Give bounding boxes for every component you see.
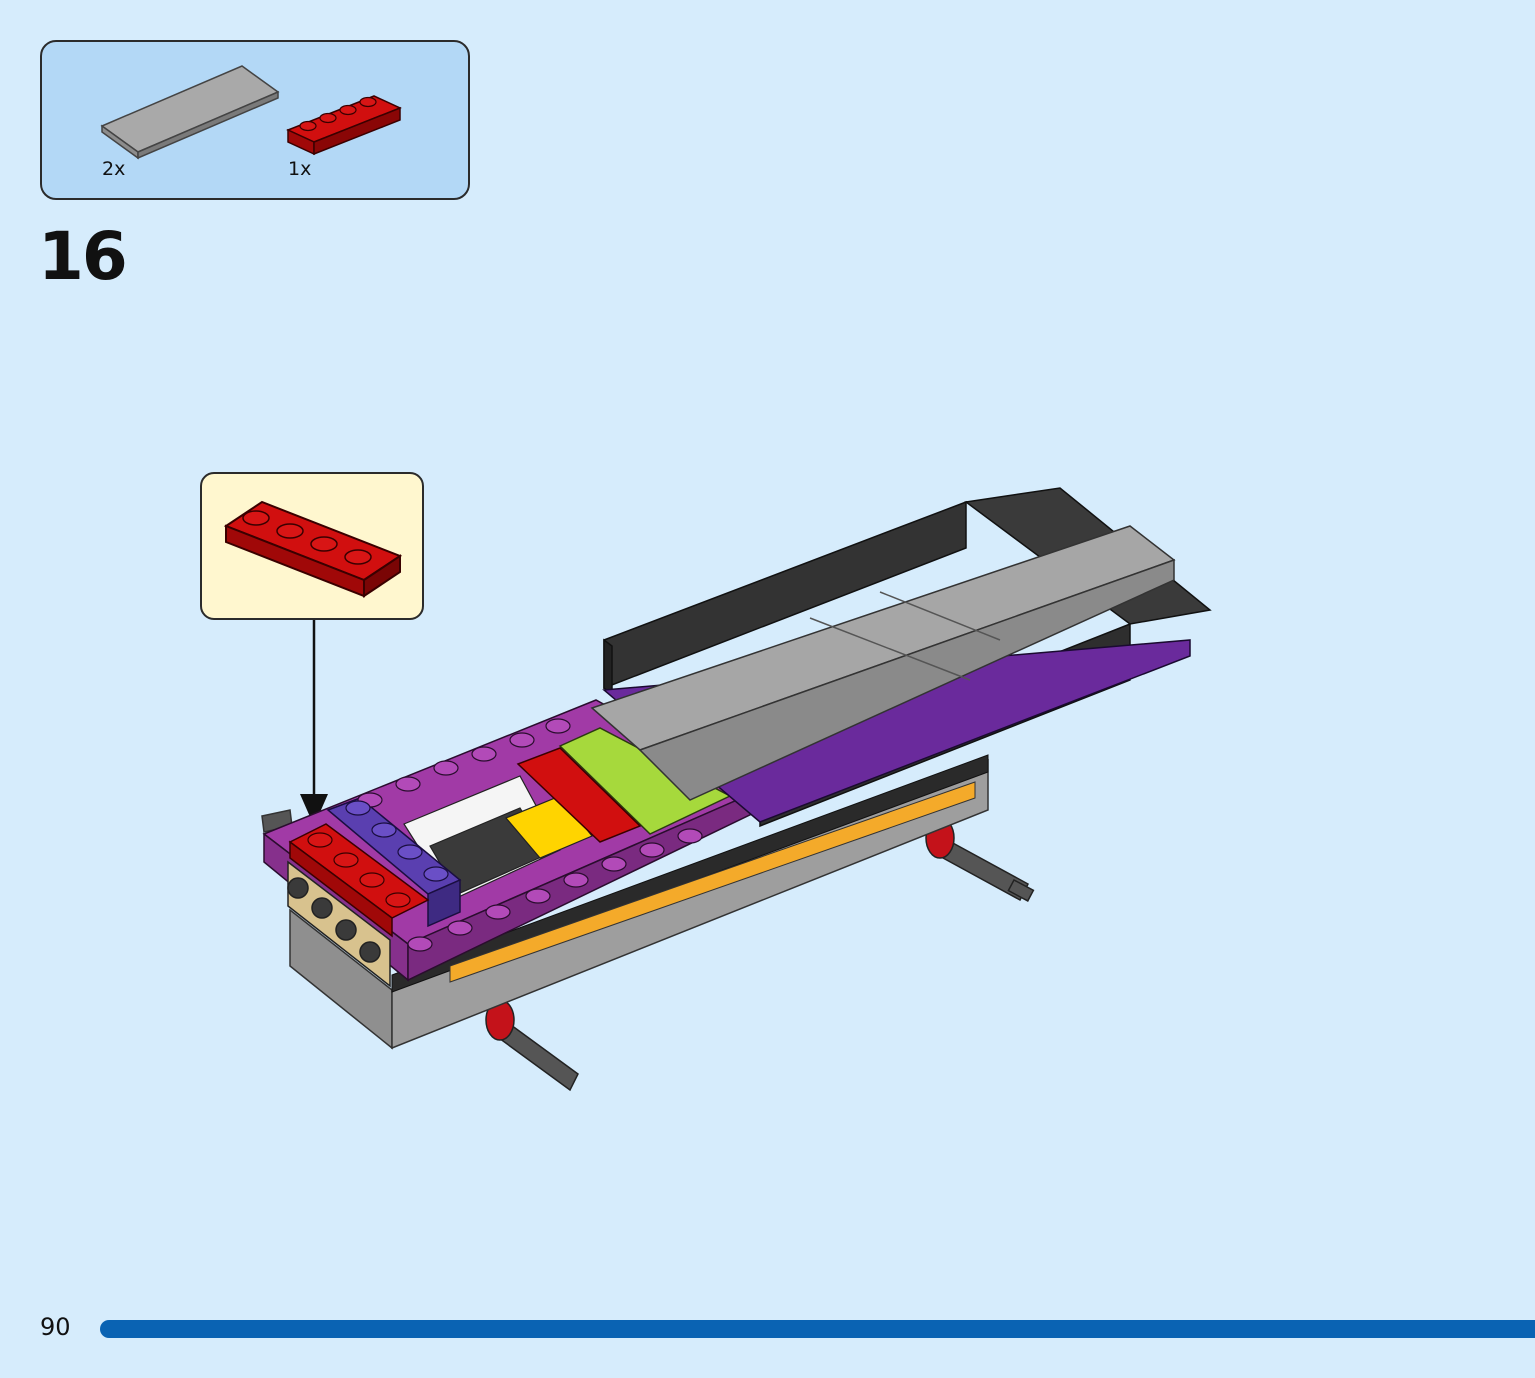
orange-stripe [449, 781, 976, 983]
step-number: 16 [38, 218, 128, 295]
callout-box [200, 472, 424, 620]
front-tan-bricks [287, 860, 391, 988]
red-plate-part [286, 95, 402, 156]
gray-tiles-top [590, 525, 1176, 801]
callout-red-plate [223, 500, 403, 598]
red-plate-quantity: 1x [288, 158, 312, 180]
blue-plate-studs [345, 800, 449, 882]
gray-tile-quantity: 2x [102, 158, 126, 180]
blue-plate-side [427, 878, 461, 928]
gray-tile-part [100, 65, 280, 160]
front-axle [485, 999, 579, 1092]
progress-bar [100, 1320, 1535, 1338]
parts-list-box: 2x 1x [40, 40, 470, 200]
red-plate-deck [516, 747, 642, 843]
deck-studs [357, 718, 703, 952]
chassis-black [391, 754, 989, 993]
front-plate-studs [307, 832, 411, 908]
page-number: 90 [40, 1313, 71, 1341]
rear-axle [925, 817, 1035, 902]
arrow-head [300, 794, 328, 826]
